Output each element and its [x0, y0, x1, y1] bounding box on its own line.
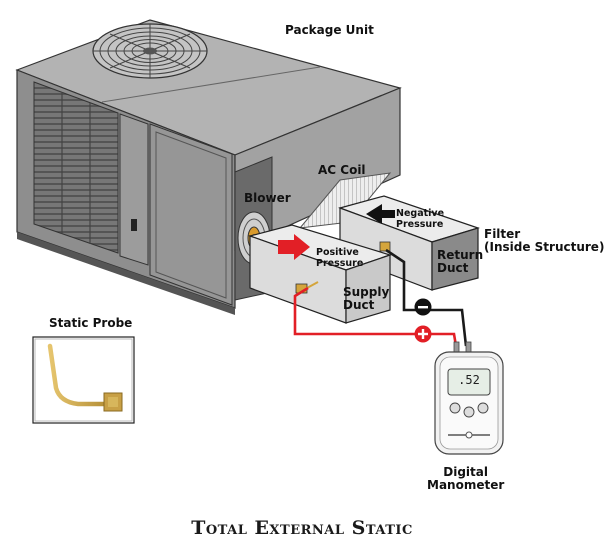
static-probe-tube [47, 343, 115, 407]
manometer-button [463, 406, 475, 418]
negative-pressure-arrow [366, 204, 395, 224]
label-digital-manometer: Digital Manometer [427, 465, 505, 493]
panel-latch [131, 219, 137, 231]
condenser-fan [92, 23, 208, 79]
label-negative-line1: Negative [396, 208, 445, 219]
supply-duct [247, 224, 392, 324]
service-panel [119, 113, 149, 266]
digital-manometer [434, 341, 504, 455]
label-package-unit: Package Unit [285, 23, 374, 37]
supply-probe-stem [306, 281, 319, 289]
unit-base-rail [17, 232, 235, 315]
label-blower: Blower [244, 191, 291, 205]
label-return-duct: Return Duct [437, 248, 484, 276]
condenser-louver-grille [33, 81, 119, 254]
diagram-title: Total External Static [191, 517, 413, 539]
label-return-line1: Return [437, 248, 484, 262]
label-filter-line1: Filter [484, 227, 521, 241]
return-probe-port [379, 241, 391, 252]
label-supply-line2: Duct [343, 298, 375, 313]
label-digital-line1: Digital [443, 465, 488, 479]
label-filter-line2: (Inside Structure) [484, 240, 604, 255]
access-door-inset [155, 131, 227, 299]
plus-icon [414, 325, 432, 343]
label-supply-duct: Supply Duct [343, 285, 390, 313]
manometer-button [449, 402, 461, 414]
unit-top-seam [101, 66, 321, 103]
label-positive-line2: Pressure [316, 257, 364, 269]
label-negative-line2: Pressure [396, 218, 444, 230]
positive-hose [293, 286, 458, 347]
return-duct [338, 195, 480, 291]
ac-coil [298, 172, 392, 229]
label-supply-line1: Supply [343, 285, 390, 299]
manometer-display [447, 368, 491, 396]
static-probe-frame-inner [34, 338, 133, 422]
label-static-probe: Static Probe [49, 316, 133, 330]
label-filter: Filter (Inside Structure) [484, 227, 604, 255]
manometer-button [477, 402, 489, 414]
label-ac-coil: AC Coil [318, 163, 366, 177]
manometer-reading: .52 [458, 373, 480, 387]
label-positive-pressure: Positive Pressure [316, 247, 364, 269]
minus-icon [414, 298, 432, 316]
positive-pressure-arrow [278, 234, 310, 260]
label-digital-line2: Manometer [427, 478, 505, 493]
access-door [149, 123, 233, 306]
label-negative-pressure: Negative Pressure [396, 208, 445, 230]
label-return-line2: Duct [437, 261, 469, 276]
negative-hose [385, 248, 468, 347]
static-probe-inset [32, 336, 135, 424]
label-positive-line1: Positive [316, 247, 359, 258]
